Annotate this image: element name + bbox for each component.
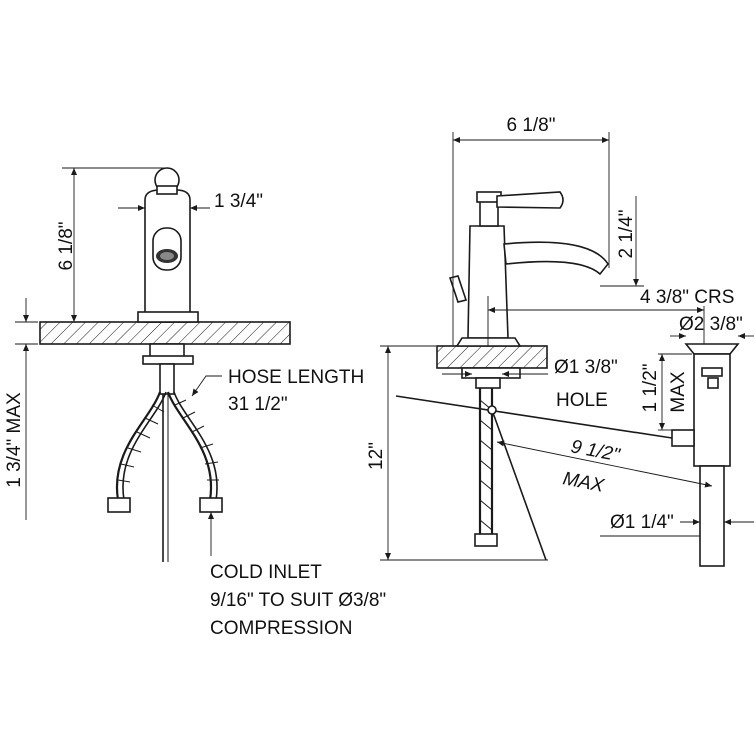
drain-diameter-label: Ø2 3/8" <box>679 314 743 335</box>
hole-diameter-label: Ø1 3/8" <box>554 357 618 378</box>
side-lift-rod-angled <box>491 409 547 561</box>
drain-flange <box>684 343 740 355</box>
hose-length-label-1: HOSE LENGTH <box>228 367 364 388</box>
deck-max-label: 1 3/4" MAX <box>4 392 25 488</box>
front-countertop <box>39 321 291 345</box>
hose-length-label-2: 31 1/2" <box>228 394 288 415</box>
drain-max-label-1: 1 1/2" <box>640 363 661 412</box>
cold-inlet-label-1: COLD INLET <box>210 562 322 583</box>
cold-inlet-label-2: 9/16" TO SUIT Ø3/8" <box>210 590 386 611</box>
front-view: 6 1/8" 1 3/4" 1 3/4" MAX HOSE LENGTH 31 … <box>4 167 386 639</box>
spout-reach-label: 4 3/8" CRS <box>640 287 734 308</box>
side-popup-knob <box>448 275 468 303</box>
front-shank <box>159 363 175 395</box>
side-mount-nut <box>475 377 501 389</box>
hole-label: HOLE <box>556 390 608 411</box>
side-countertop <box>436 345 548 369</box>
side-view: 6 1/8" 2 1/4" 4 3/8" CRS Ø2 3/8" Ø1 3/8"… <box>366 115 754 567</box>
front-hose-nut-right <box>199 497 223 513</box>
rod-max-label: MAX <box>561 468 607 497</box>
spout-height-label: 2 1/4" <box>616 209 637 258</box>
front-hose-right <box>166 391 213 501</box>
front-hose-left <box>115 391 162 501</box>
front-width-label: 1 3/4" <box>214 191 263 212</box>
tail-diameter-label: Ø1 1/4" <box>610 512 674 533</box>
under-depth-label: 12" <box>366 442 387 470</box>
cold-inlet-label-3: COMPRESSION <box>210 618 353 639</box>
drain-pivot-nut <box>671 429 695 447</box>
front-height-label: 6 1/8" <box>56 221 77 270</box>
side-width-label: 6 1/8" <box>506 115 555 136</box>
side-handle-lever <box>496 191 564 209</box>
front-hose-nut-left <box>107 497 131 513</box>
drain-max-label-2: MAX <box>668 371 689 413</box>
rod-length-dimension <box>496 440 713 488</box>
rod-length-label: 9 1/2" <box>569 436 622 466</box>
drain-tailpiece <box>699 465 725 567</box>
side-spout <box>503 241 609 276</box>
side-lift-rod-horizontal <box>395 395 673 439</box>
